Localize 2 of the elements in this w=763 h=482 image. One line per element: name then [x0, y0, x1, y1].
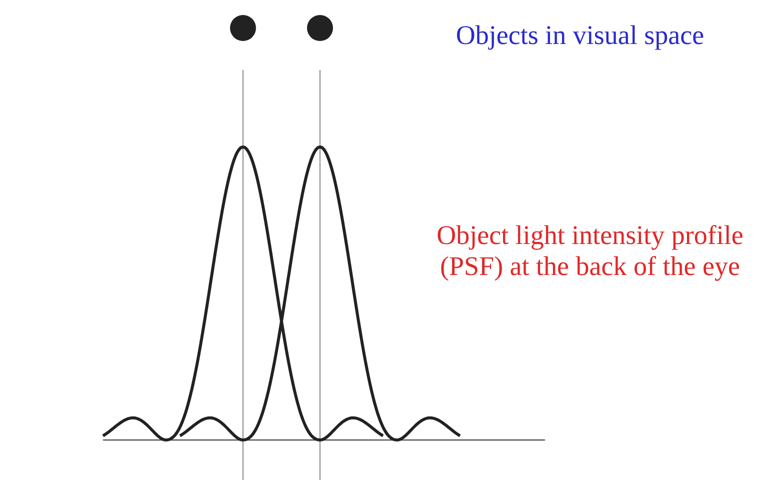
annotation-text: Object light intensity profile (PSF) at the back of the eye	[436, 220, 744, 282]
caption-text: Objects in visual space	[454, 20, 706, 51]
